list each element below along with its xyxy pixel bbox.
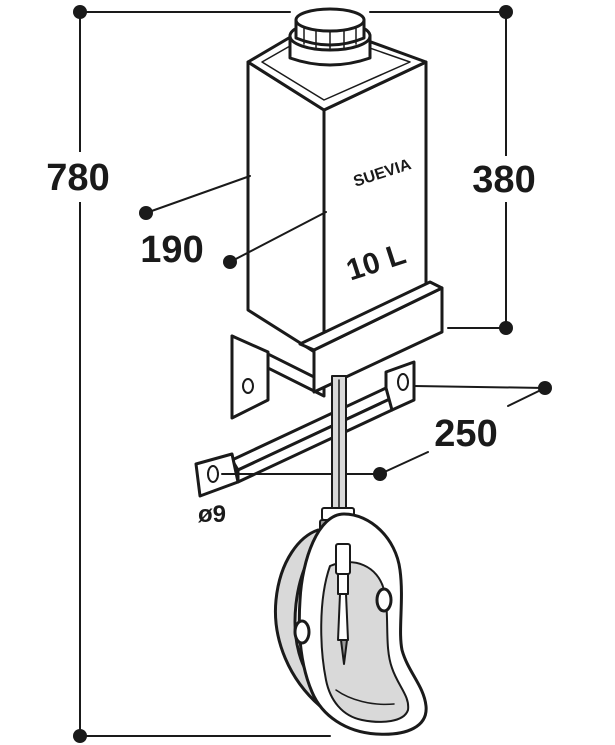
label-bracket-width: 250: [434, 413, 497, 455]
label-hole-diameter: ø9: [198, 501, 226, 528]
dimension-tank-height: 380: [369, 5, 552, 335]
drinking-bowl: [273, 512, 428, 736]
wall-bracket: [194, 360, 416, 498]
tank-bracket: [230, 280, 444, 420]
label-total-height: 780: [46, 157, 109, 199]
label-tank-width: 190: [140, 229, 203, 271]
dimension-bracket-width: 250: [221, 381, 552, 481]
tank-cap: [288, 7, 372, 67]
dimension-total-height: 780: [36, 5, 331, 743]
dimension-tank-width: 190: [139, 175, 327, 271]
label-tank-height: 380: [472, 159, 535, 201]
